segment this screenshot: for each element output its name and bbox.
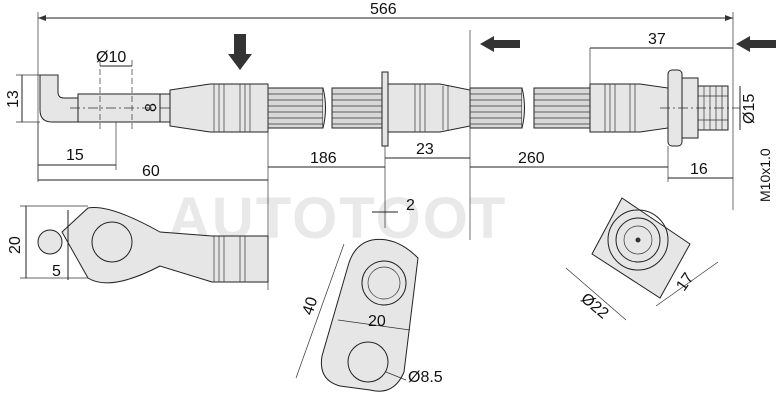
left-crimp-rings [213,84,251,132]
bracket-mount-hole [347,341,389,383]
bracket-thickness-label: 2 [406,197,415,214]
bracket-view: 40 20 Ø8.5 [295,238,443,392]
banjo-eye-bend [39,74,79,123]
eye-lip-label: 5 [52,263,61,280]
eye-top-width-label: 20 [7,236,24,254]
middle-crimp-rings [414,84,449,132]
nut-diameter-label: Ø22 [577,290,611,323]
eye-height-label: 13 [5,90,22,108]
bracket-plate [320,238,419,392]
hole-diameter-label: Ø8.5 [408,369,443,386]
nut-center-point [635,237,641,243]
hose-segment [331,87,383,129]
segment-260-label: 260 [518,150,545,167]
eye-crimp-rings [213,236,246,282]
right-crimp-rings [604,84,636,132]
hose-ribs [534,93,590,125]
first-segment-label: 60 [142,163,160,180]
nut-inner-circle [615,217,661,263]
end-length-label: 37 [648,31,666,48]
right-crimp-fitting [589,83,669,133]
thread-diameter-label: Ø15 [741,94,758,124]
banjo-bore [91,221,133,263]
hose-top-view: 566 Ø10 13 8 15 60 186 23 260 37 Ø15 16 … [5,1,776,290]
eye-offset-label: 15 [66,147,84,164]
bracket-plate-edge [381,71,389,147]
dim-arrowhead [725,15,733,21]
down-arrow-icon [228,34,252,70]
dim-arrowhead [38,15,46,21]
middle-crimp-fitting [387,83,471,133]
nut-across-flats-label: 17 [673,270,697,294]
nut-across-flats-dim-line [655,261,719,307]
bracket-height-label: 40 [300,295,322,317]
bracket-hose-hole [361,260,407,306]
eye-stub [37,229,63,255]
hose-segment [469,87,523,129]
bracket-hose-hole-inner [367,266,401,300]
nut-outer-circle [607,209,669,271]
banjo-eye-body [61,207,269,284]
segment-186-label: 186 [310,150,337,167]
hose-ribs [332,93,382,125]
nipple-width-label: 8 [143,103,160,112]
thread-spec-label: M10x1.0 [757,148,773,202]
hose-ribs [268,93,323,125]
left-arrow-icon [736,36,776,52]
bracket-width-label: 23 [416,141,434,158]
end-nut-view: Ø22 17 [565,197,719,323]
bracket-hole-spacing-dim-line [337,319,411,331]
hose-ribs [470,93,522,125]
left-arrow-icon [480,36,520,52]
eye-side-view: 20 5 [7,205,269,284]
hose-segment [533,87,591,129]
bracket-hole-spacing-label: 20 [368,313,386,330]
eye-diameter-label: Ø10 [96,49,126,66]
overall-length-label: 566 [370,1,397,18]
nut-diameter-dim-line [565,267,627,321]
bracket-height-dim-line [295,243,345,379]
hex-length-label: 16 [690,161,708,178]
nut-bore [623,225,653,255]
hex-nut-face [591,197,691,299]
leader-line [385,371,407,381]
